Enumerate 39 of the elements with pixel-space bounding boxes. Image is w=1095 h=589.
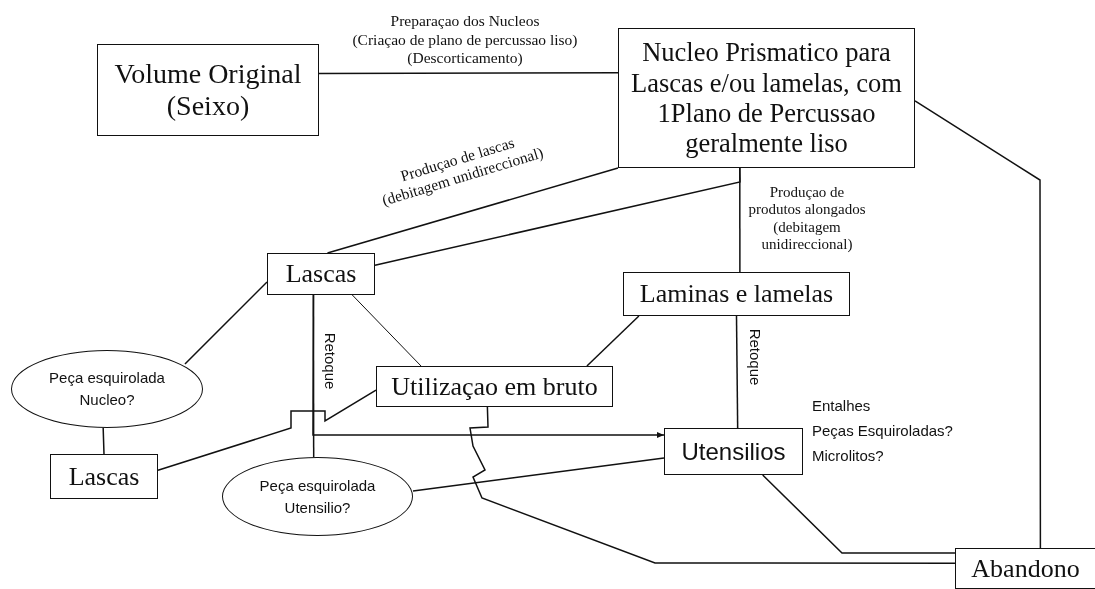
connector-line (735, 315, 739, 429)
process-box (623, 272, 850, 316)
node-text: Lascas (285, 259, 357, 289)
note-text: Microlitos? (812, 447, 884, 464)
node-text: Laminas e lamelas (639, 279, 834, 309)
node-text: Utilizaçao em bruto (391, 371, 598, 402)
node-text: Nucleo Prismatico para Lascas e/ou lamelas, com 1Plano de Percussao geralmente liso (630, 37, 903, 159)
process-box (97, 44, 319, 136)
process-box (50, 454, 158, 499)
connector-line (412, 457, 665, 492)
node-text: Peça esquirolada Utensilio? (258, 475, 377, 518)
note-text: Entalhes (812, 397, 871, 414)
connector-line (318, 72, 619, 75)
connector-line (312, 294, 315, 458)
connector-line (586, 315, 640, 367)
edge-label: Produçao de produtos alongados (debitagem unidireccional) (748, 184, 866, 253)
connector-line (351, 294, 422, 367)
node-text: Abandono (971, 553, 1080, 584)
edge-label: Retoque (746, 327, 764, 388)
note-text: Peças Esquiroladas? (812, 422, 953, 439)
process-box (376, 366, 613, 407)
connector-line (469, 406, 956, 564)
connector-line (326, 167, 619, 254)
connector-line (739, 167, 741, 273)
edge-label: Preparaçao dos Nucleos (Criaçao de plano de percussao liso) (Descorticamento) (351, 12, 579, 68)
connector-line (157, 389, 377, 471)
process-box (955, 548, 1095, 589)
node-text: Utensilios (681, 437, 786, 466)
node-text: Peça esquirolada Nucleo? (48, 368, 166, 410)
connector-line (914, 100, 1042, 549)
connector-line (184, 281, 268, 365)
node-text: Lascas (68, 461, 140, 492)
edge-label: Retoque (321, 331, 339, 392)
connector-line (102, 427, 105, 455)
process-box (267, 253, 375, 295)
process-box (664, 428, 803, 475)
connector-line (761, 474, 956, 554)
node-text: Volume Original (Seixo) (113, 57, 303, 123)
process-box (618, 28, 915, 168)
